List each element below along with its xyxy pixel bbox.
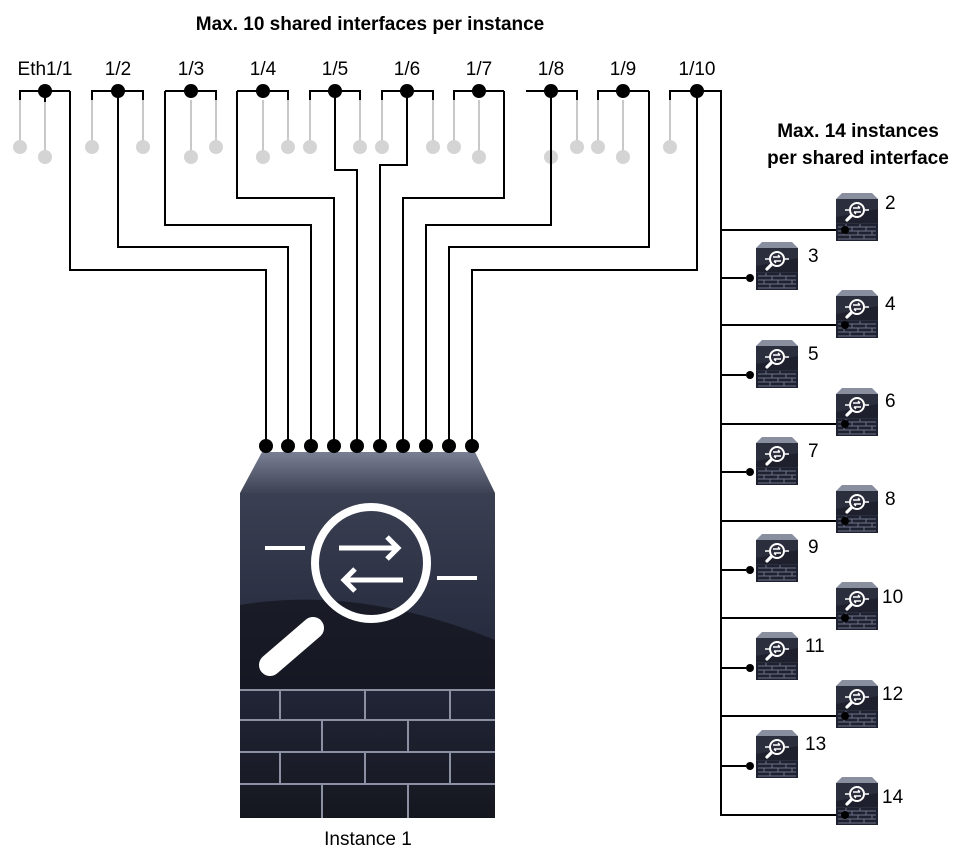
instance-label-11: 11 xyxy=(805,636,825,657)
instance-8-firewall-icon xyxy=(834,483,880,535)
instance-5-firewall-icon xyxy=(754,338,800,390)
instance-13-firewall-icon xyxy=(754,728,800,780)
other-instances xyxy=(754,191,880,827)
instance-12-firewall-icon xyxy=(834,678,880,730)
interface-label-1-6: 1/6 xyxy=(394,59,420,80)
interface-label-1-5: 1/5 xyxy=(322,59,348,80)
side-title-line1: Max. 14 instances xyxy=(777,121,939,142)
unused-instance-links xyxy=(13,100,677,164)
interface-label-eth1-1: Eth1/1 xyxy=(18,59,73,80)
interface-labels: Eth1/1 1/2 1/3 1/4 1/5 1/6 1/7 1/8 1/9 1… xyxy=(18,59,716,80)
instance-number-labels: 2 3 4 5 6 7 8 9 10 11 12 13 14 xyxy=(805,193,904,808)
instance-10-firewall-icon xyxy=(834,580,880,632)
instance-label-9: 9 xyxy=(808,537,819,558)
instance-label-10: 10 xyxy=(882,587,903,608)
instance-label-6: 6 xyxy=(885,391,896,412)
instance-label-3: 3 xyxy=(808,246,819,267)
instance-3-firewall-icon xyxy=(754,240,800,292)
instance-9-firewall-icon xyxy=(754,532,800,584)
instance-label-4: 4 xyxy=(885,294,896,315)
interface-ports xyxy=(38,84,704,98)
interface-label-1-10: 1/10 xyxy=(679,59,716,80)
instance-label-14: 14 xyxy=(882,787,904,808)
magnifier-arrows-icon xyxy=(259,503,477,676)
instance-1-label: Instance 1 xyxy=(324,829,412,850)
interface-label-1-9: 1/9 xyxy=(610,59,636,80)
instance-label-7: 7 xyxy=(808,441,819,462)
instance-11-firewall-icon xyxy=(754,630,800,682)
instance-label-5: 5 xyxy=(808,344,819,365)
interface-label-1-4: 1/4 xyxy=(250,59,277,80)
diagram-title: Max. 10 shared interfaces per instance xyxy=(196,14,545,35)
instance-2-firewall-icon xyxy=(834,191,880,243)
interface-label-1-8: 1/8 xyxy=(538,59,564,80)
instance-1-firewall-icon xyxy=(240,439,495,818)
interface-brackets xyxy=(19,90,721,100)
brick-wall-icon xyxy=(240,689,495,818)
interface-label-1-3: 1/3 xyxy=(178,59,204,80)
instance-4-firewall-icon xyxy=(834,288,880,340)
interface-label-1-2: 1/2 xyxy=(105,59,131,80)
instance-label-13: 13 xyxy=(805,734,826,755)
instance-label-12: 12 xyxy=(882,684,903,705)
interface-label-1-7: 1/7 xyxy=(466,59,492,80)
instance-port-dots xyxy=(746,226,849,819)
instance-label-2: 2 xyxy=(885,193,896,214)
shared-interface-bus xyxy=(697,90,840,816)
instance-7-firewall-icon xyxy=(754,435,800,487)
instance-6-firewall-icon xyxy=(834,386,880,438)
instance-label-8: 8 xyxy=(885,489,896,510)
side-title-line2: per shared interface xyxy=(767,148,949,169)
